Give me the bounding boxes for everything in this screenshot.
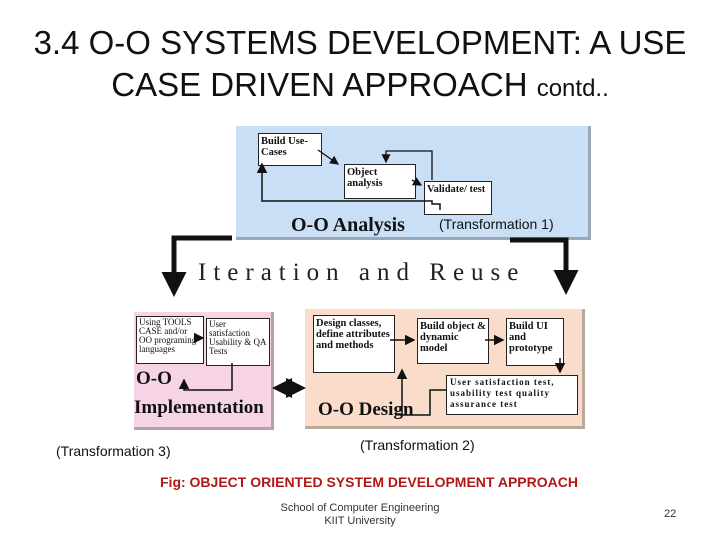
impl-loop-arrow (178, 363, 233, 391)
transformation-1-label: (Transformation 1) (439, 216, 554, 232)
oo-analysis-label: O-O Analysis (291, 214, 405, 236)
build-object-box: Build object & dynamic model (417, 318, 489, 364)
design-loop-arrow (396, 368, 446, 416)
design-classes-box: Design classes, define attributes and me… (313, 315, 395, 373)
user-tests-box: User satisfaction Usability & QA Tests (206, 318, 270, 366)
analysis-arrow-to-object (317, 149, 340, 165)
object-analysis-box: Object analysis (344, 164, 416, 199)
figure-caption: Fig: OBJECT ORIENTED SYSTEM DEVELOPMENT … (160, 474, 578, 490)
footer-line-2: KIIT University (324, 515, 396, 527)
validate-test-box: Validate/ test (424, 181, 492, 215)
iteration-arrow-left (161, 235, 232, 297)
transformation-2-label: (Transformation 2) (360, 437, 475, 453)
slide-title: 3.4 O-O SYSTEMS DEVELOPMENT: A USE CASE … (0, 22, 720, 110)
oo-implementation-label-2: Implementation (134, 397, 264, 418)
footer: School of Computer Engineering KIIT Univ… (260, 502, 460, 528)
build-ui-box: Build UI and prototype (506, 318, 564, 366)
iteration-reuse-label: Iteration and Reuse (198, 259, 526, 286)
slide-title-suffix: contd.. (536, 75, 609, 102)
slide-title-main: 3.4 O-O SYSTEMS DEVELOPMENT: A USE CASE … (33, 24, 687, 103)
design-tests-box: User satisfaction test, usability test q… (446, 375, 578, 415)
analysis-top-loop (381, 150, 433, 180)
footer-line-1: School of Computer Engineering (280, 502, 440, 514)
iteration-arrow-right (510, 237, 579, 295)
transformation-3-label: (Transformation 3) (56, 443, 171, 459)
oo-design-label: O-O Design (318, 399, 414, 420)
page-number: 22 (664, 508, 677, 520)
analysis-arrow-to-validate (411, 177, 423, 186)
analysis-loop-arrow (256, 162, 441, 210)
build-use-cases-box: Build Use-Cases (258, 133, 322, 166)
oo-implementation-label-1: O-O (136, 368, 172, 389)
